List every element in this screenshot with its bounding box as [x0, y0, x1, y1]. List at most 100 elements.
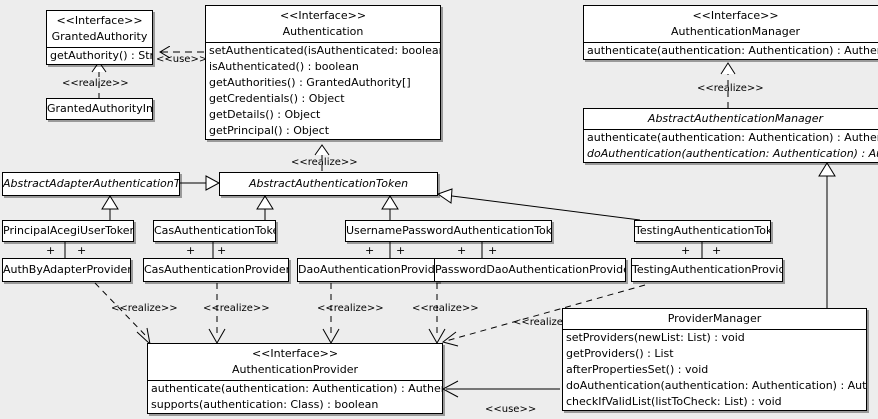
operations-compartment: authenticate(authentication: Authenticat… — [584, 43, 878, 59]
class-box-testing-authentication-provider[interactable]: TestingAuthenticationProvider — [631, 258, 783, 282]
class-name: TestingAuthenticationToken — [635, 224, 771, 237]
compartment-divider — [206, 42, 440, 43]
class-name: AbstractAdapterAuthenticationToken — [3, 177, 180, 190]
edge-label-realize-p4: <<realize>> — [412, 303, 479, 314]
compartment-divider — [47, 47, 152, 48]
class-name: PasswordDaoAuthenticationProvider — [435, 263, 626, 276]
operation: authenticate(authentication: Authenticat… — [587, 44, 878, 57]
operation: getProviders() : List — [566, 347, 674, 360]
edge-label-realize-p3: <<realize>> — [317, 303, 384, 314]
class-name: AuthByAdapterProvider — [3, 263, 131, 276]
operations-compartment: authenticate(authentication: Authenticat… — [584, 130, 878, 162]
class-box-authentication-manager[interactable]: <<Interface>> AuthenticationManager auth… — [583, 5, 878, 60]
edge-generalization-principalacegiusertoken — [101, 195, 119, 220]
class-name: DaoAuthenticationProvider — [298, 263, 439, 276]
operations-compartment: setAuthenticated(isAuthenticated: boolea… — [206, 43, 440, 139]
class-box-dao-authentication-provider[interactable]: DaoAuthenticationProvider — [297, 258, 439, 282]
class-box-auth-by-adapter-provider[interactable]: AuthByAdapterProvider — [2, 258, 131, 282]
class-header: AbstractAuthenticationManager — [584, 109, 878, 129]
class-box-authentication[interactable]: <<Interface>> Authentication setAuthenti… — [205, 5, 441, 140]
class-box-cas-authentication-token[interactable]: CasAuthenticationToken — [153, 220, 276, 242]
assoc-plus-marker: + — [488, 244, 498, 257]
edge-generalization-usernamepasswordauthenticationtoken — [381, 195, 399, 220]
class-box-provider-manager[interactable]: ProviderManager setProviders(newList: Li… — [562, 308, 867, 411]
operation: doAuthentication(authentication: Authent… — [566, 379, 867, 392]
assoc-plus-marker: + — [186, 244, 196, 257]
edge-generalization-casauthenticationtoken — [256, 195, 274, 220]
class-name: AuthenticationProvider — [231, 363, 359, 376]
assoc-plus-marker: + — [217, 244, 227, 257]
operations-compartment: authenticate(authentication: Authenticat… — [148, 381, 442, 413]
class-box-abstract-adapter-authentication-token[interactable]: AbstractAdapterAuthenticationToken — [2, 172, 180, 196]
class-name: UsernamePasswordAuthenticationToken — [346, 224, 552, 237]
assoc-plus-marker: + — [77, 244, 87, 257]
operation: getAuthority() : String — [50, 49, 153, 62]
operation: authenticate(authentication: Authenticat… — [151, 382, 442, 395]
edge-generalization-testingauthenticationtoken — [436, 188, 641, 221]
operation: getCredentials() : Object — [209, 92, 345, 105]
operation: authenticate(authentication: Authenticat… — [587, 131, 878, 144]
class-name: ProviderManager — [667, 312, 762, 325]
class-header: <<Interface>> Authentication — [206, 6, 440, 42]
class-name: AuthenticationManager — [671, 25, 800, 38]
operation: getPrincipal() : Object — [209, 124, 330, 137]
edge-label-use-top: <<use>> — [156, 54, 208, 65]
assoc-plus-marker: + — [46, 244, 56, 257]
operation-abstract: doAuthentication(authentication: Authent… — [587, 147, 878, 160]
class-header: <<Interface>> AuthenticationManager — [584, 6, 878, 42]
operation: afterPropertiesSet() : void — [566, 363, 709, 376]
assoc-plus-marker: + — [365, 244, 375, 257]
class-header: <<Interface>> GrantedAuthority — [47, 11, 152, 47]
class-stereotype: <<Interface>> — [279, 9, 367, 22]
edge-label-realize-p2: <<realize>> — [203, 303, 270, 314]
class-box-username-password-authentication-token[interactable]: UsernamePasswordAuthenticationToken — [345, 220, 552, 242]
edge-use-providermanager-authenticationprovider — [441, 380, 560, 398]
class-box-principal-acegi-user-token[interactable]: PrincipalAcegiUserToken — [2, 220, 134, 242]
class-name: TestingAuthenticationProvider — [632, 263, 783, 276]
class-box-testing-authentication-token[interactable]: TestingAuthenticationToken — [634, 220, 771, 242]
class-box-authentication-provider[interactable]: <<Interface>> AuthenticationProvider aut… — [147, 343, 443, 414]
edge-label-use-bottom: <<use>> — [485, 404, 537, 415]
class-box-abstract-authentication-manager[interactable]: AbstractAuthenticationManager authentica… — [583, 108, 878, 163]
class-box-cas-authentication-provider[interactable]: CasAuthenticationProvider — [143, 258, 289, 282]
class-name: Authentication — [282, 25, 364, 38]
class-name: AbstractAuthenticationToken — [248, 177, 409, 190]
class-name: GrantedAuthority — [51, 30, 148, 43]
compartment-divider — [584, 42, 878, 43]
class-name: PrincipalAcegiUserToken — [3, 224, 134, 237]
edge-label-realize-p5: <<realize>> — [513, 317, 580, 328]
edge-generalization-providermanager — [818, 162, 836, 308]
operation: getAuthorities() : GrantedAuthority[] — [209, 76, 411, 89]
compartment-divider — [563, 329, 866, 330]
class-name: GrantedAuthorityImpl — [47, 102, 152, 115]
class-stereotype: <<Interface>> — [251, 347, 339, 360]
operation: setProviders(newList: List) : void — [566, 331, 745, 344]
edge-generalization-abstractadapterauthenticationtoken — [180, 175, 221, 191]
class-stereotype: <<Interface>> — [692, 9, 779, 22]
edge-label-realize-abstractauthenticationmanager: <<realize>> — [697, 83, 764, 94]
operations-compartment: getAuthority() : String — [47, 48, 152, 64]
operation: supports(authentication: Class) : boolea… — [151, 398, 379, 411]
edge-label-realize-grantedauthorityimpl: <<realize>> — [62, 78, 129, 89]
class-header: <<Interface>> AuthenticationProvider — [148, 344, 442, 380]
operation: checkIfValidList(listToCheck: List) : vo… — [566, 395, 782, 408]
assoc-plus-marker: + — [457, 244, 467, 257]
assoc-plus-marker: + — [681, 244, 691, 257]
class-name: CasAuthenticationToken — [154, 224, 276, 237]
operation: getDetails() : Object — [209, 108, 321, 121]
edge-label-realize-abstractauthenticationtoken: <<realize>> — [291, 157, 358, 168]
assoc-plus-marker: + — [396, 244, 406, 257]
class-name: AbstractAuthenticationManager — [647, 112, 824, 125]
compartment-divider — [148, 380, 442, 381]
class-box-password-dao-authentication-provider[interactable]: PasswordDaoAuthenticationProvider — [434, 258, 626, 282]
compartment-divider — [584, 129, 878, 130]
class-header: ProviderManager — [563, 309, 866, 329]
class-box-granted-authority[interactable]: <<Interface>> GrantedAuthority getAuthor… — [46, 10, 153, 65]
operations-compartment: setProviders(newList: List) : void getPr… — [563, 330, 866, 410]
class-name: CasAuthenticationProvider — [144, 263, 289, 276]
operation: setAuthenticated(isAuthenticated: boolea… — [209, 44, 440, 57]
class-box-abstract-authentication-token[interactable]: AbstractAuthenticationToken — [219, 172, 438, 196]
class-box-granted-authority-impl[interactable]: GrantedAuthorityImpl — [46, 98, 153, 120]
class-stereotype: <<Interface>> — [56, 14, 143, 27]
